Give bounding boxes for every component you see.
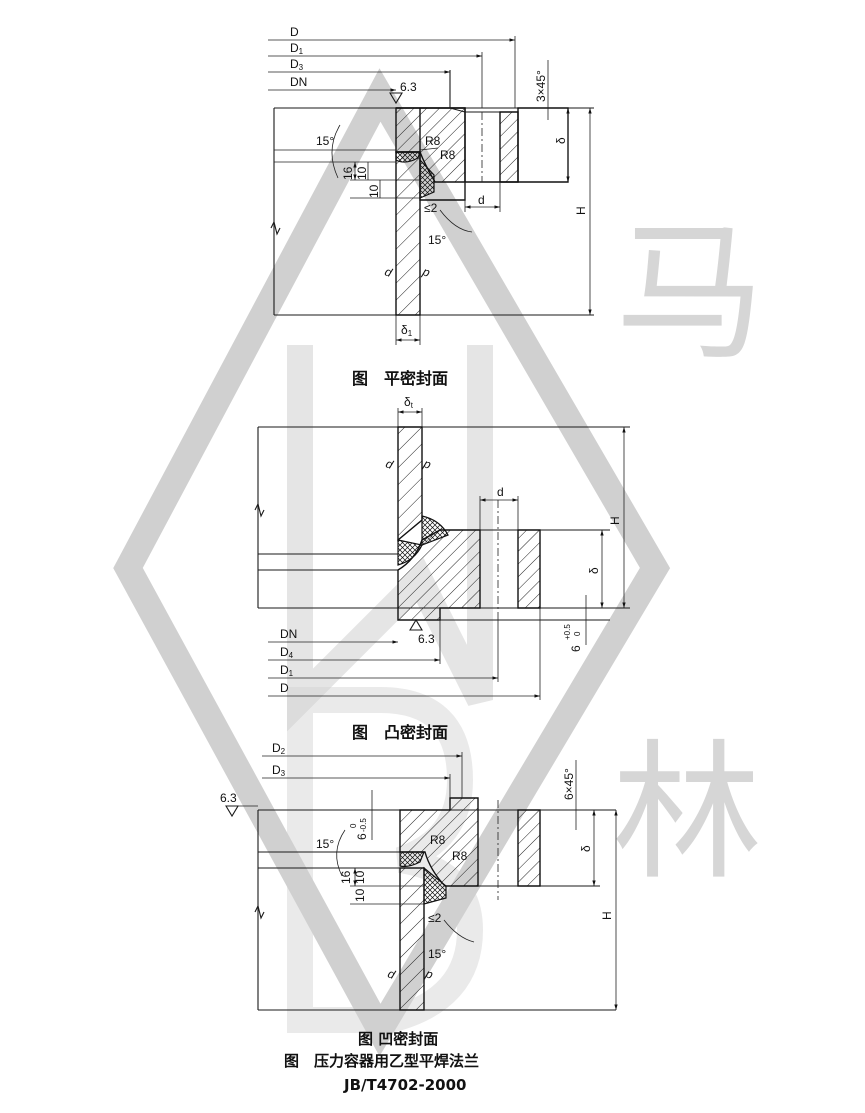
roughness-symbol	[389, 92, 403, 105]
label-six-dn: 0	[573, 631, 582, 636]
flange-outer	[517, 529, 541, 609]
label-chamfer: 3×45°	[534, 70, 548, 102]
label-D: D	[280, 681, 289, 695]
weld-side	[419, 158, 435, 199]
watermark-letter	[287, 345, 493, 732]
label-D1: D1	[280, 663, 294, 678]
label-delta1: δ1	[401, 323, 413, 338]
label-pipe-left: d	[386, 966, 397, 982]
label-16: 16	[341, 166, 355, 180]
flange-body	[397, 529, 481, 621]
pipe-wall	[399, 867, 425, 1011]
label-DN: DN	[280, 627, 297, 641]
watermark-char-ma: 马	[615, 207, 765, 381]
label-10-a: 10	[355, 166, 369, 180]
label-10-b: 10	[353, 888, 367, 902]
label-d: d	[478, 193, 485, 207]
label-six-up: 0	[349, 823, 358, 828]
pipe-wall	[397, 426, 423, 542]
flange-outer	[499, 111, 519, 183]
label-roughness: 6.3	[400, 80, 417, 94]
label-angle-bottom: 15°	[428, 947, 446, 961]
label-roughness: 6.3	[418, 632, 435, 646]
label-d: d	[497, 485, 504, 499]
label-D4: D4	[280, 645, 294, 660]
footer-standard: JB/T4702-2000	[343, 1076, 466, 1094]
roughness-symbol	[409, 618, 423, 631]
label-D: D	[290, 25, 299, 39]
pipe-wall	[395, 151, 421, 316]
label-DN: DN	[290, 75, 307, 89]
label-deltat: δt	[404, 395, 414, 410]
weld	[421, 515, 449, 546]
footer-title: 图 压力容器用乙型平焊法兰	[284, 1052, 479, 1070]
label-leq2: ≤2	[428, 911, 442, 925]
figure-flat-face: D D1 D3 DN 6.3 3×45° δ H d R8 R8 15°	[268, 25, 594, 388]
label-10-a: 10	[353, 870, 367, 884]
label-six: 6	[355, 833, 369, 840]
watermark-diamond	[113, 68, 671, 1057]
label-D3: D3	[272, 763, 286, 778]
weld-top	[399, 851, 425, 868]
label-pipe-left: d	[384, 456, 395, 472]
label-chamfer: 6×45°	[562, 768, 576, 800]
label-D2: D2	[272, 741, 286, 756]
flange-body	[399, 797, 479, 887]
label-H: H	[574, 206, 588, 215]
weld-lower	[397, 539, 423, 566]
label-delta: δ	[587, 567, 601, 574]
label-R8-a: R8	[430, 833, 446, 847]
watermark-char-lin: 林	[612, 727, 762, 901]
figure3-caption: 图 凹密封面	[358, 1030, 438, 1048]
figure2-caption: 图 凸密封面	[352, 723, 448, 742]
label-roughness: 6.3	[220, 791, 237, 805]
label-R8-b: R8	[440, 148, 456, 162]
figure-raised-face: δt d H δ 6 +0.5 0 6.3 DN D4 D1 D d p 图	[254, 395, 630, 742]
figure1-caption: 图 平密封面	[352, 369, 448, 388]
roughness-symbol	[225, 805, 239, 818]
label-H: H	[600, 911, 614, 920]
label-delta: δ	[554, 137, 568, 144]
weld-top	[395, 151, 421, 163]
label-10-b: 10	[367, 184, 381, 198]
label-delta: δ	[579, 845, 593, 852]
label-angle-top: 15°	[316, 837, 334, 851]
label-16: 16	[339, 870, 353, 884]
label-six: 6	[569, 645, 583, 652]
label-D3: D3	[290, 57, 304, 72]
label-D1: D1	[290, 41, 304, 56]
flange-outer	[517, 809, 541, 887]
watermark: 马 林	[113, 68, 765, 1057]
weld-side	[423, 866, 447, 905]
label-leq2: ≤2	[424, 201, 438, 215]
label-six-dn: -0.5	[359, 818, 368, 832]
label-H: H	[608, 516, 622, 525]
label-R8-a: R8	[425, 134, 441, 148]
label-pipe-right: p	[420, 264, 432, 280]
label-pipe-left: d	[383, 264, 394, 280]
label-angle-bottom: 15°	[428, 233, 446, 247]
label-R8-b: R8	[452, 849, 468, 863]
label-six-up: +0.5	[563, 624, 572, 640]
label-angle-top: 15°	[316, 134, 334, 148]
figure-recessed-face: D2 D3 6.3 6 0 -0.5 6×45° δ H R8 R8 15° 1…	[220, 741, 618, 1011]
